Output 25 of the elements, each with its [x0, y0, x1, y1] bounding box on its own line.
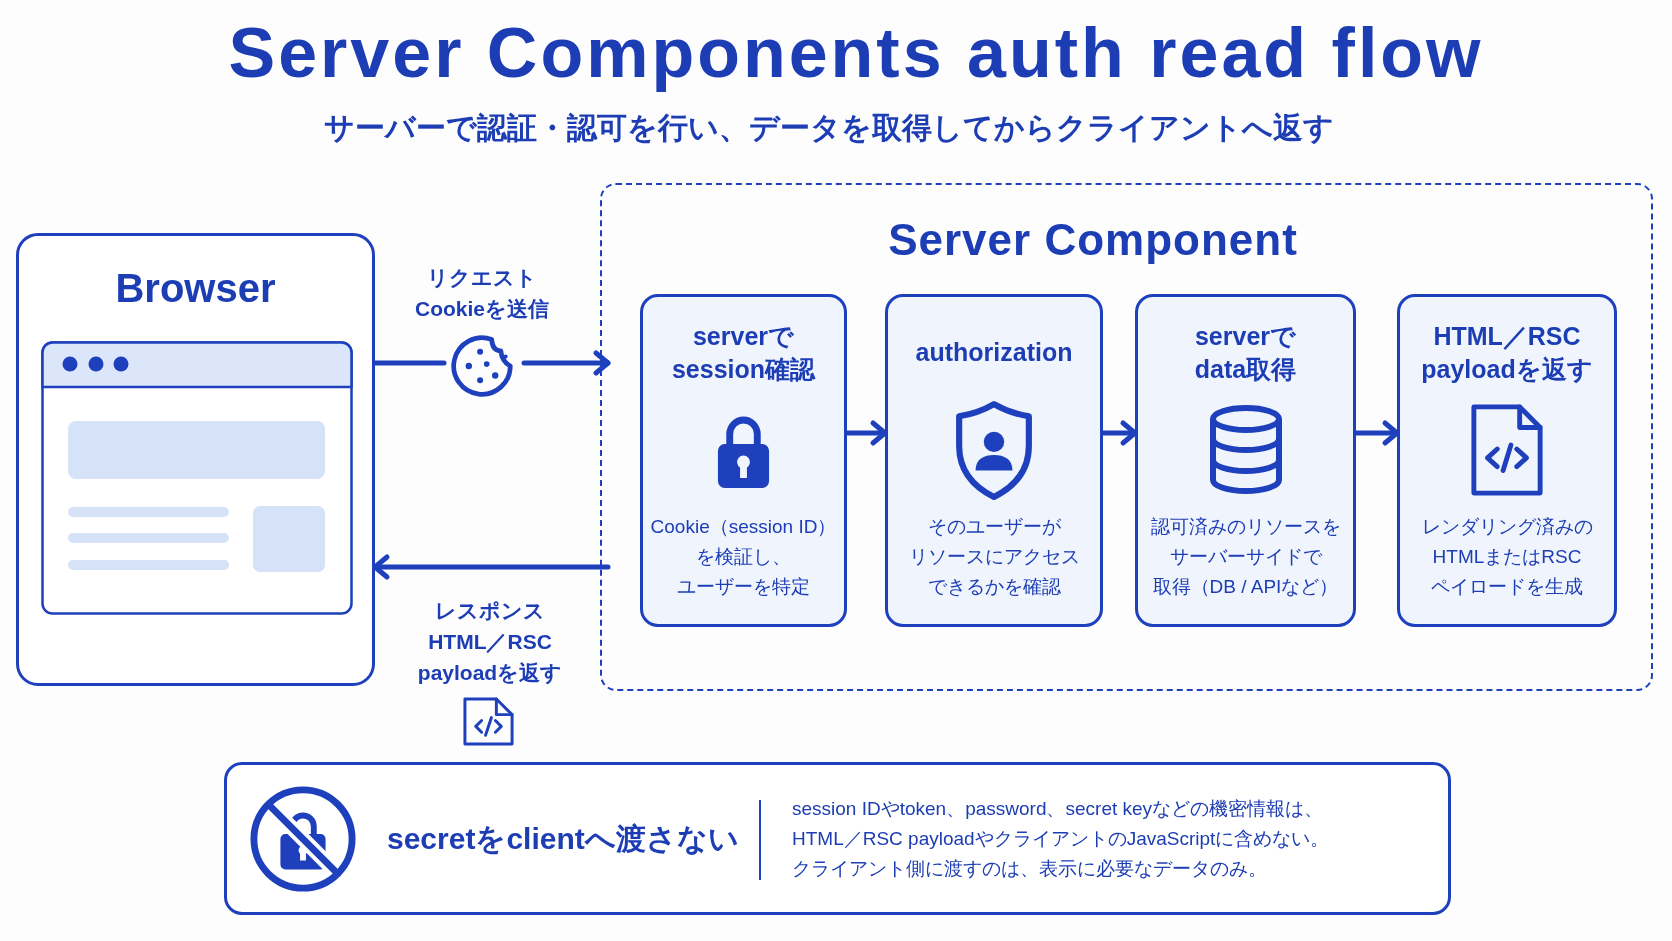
- step-card: [1135, 294, 1356, 627]
- cookie-icon: [449, 333, 515, 399]
- panel-heading: Browser: [115, 265, 276, 312]
- edge-label: レスポンスHTML／RSC payloadを返す: [417, 597, 563, 686]
- step-description: Cookie（session ID）を検証し、ユーザーを特定: [650, 515, 837, 599]
- browser-panel: [16, 233, 375, 686]
- note-text: session IDやtoken、password、secret keyなどの機密情報は、HTML／RSC payloadやクライアントのJavaScriptに含めない。クライアント側に渡すのは、表示に必要なデータのみ。: [792, 796, 1330, 881]
- step-heading: serverでsession確認: [671, 320, 816, 385]
- step-heading: serverでdata取得: [1194, 320, 1297, 385]
- step-heading: HTML／RSC payloadを返す: [1421, 320, 1593, 385]
- note-panel: [224, 762, 1451, 915]
- dashed-group-frame: [600, 183, 1653, 691]
- step-description: そのユーザーがリソースにアクセスできるかを確認: [908, 515, 1080, 599]
- step-card: [1397, 294, 1617, 627]
- note-heading: secretをclientへ渡さない: [387, 820, 739, 857]
- step-heading: authorization: [915, 337, 1073, 368]
- diagram-title: Server Components auth read flow: [228, 15, 1484, 91]
- arrow: [521, 350, 611, 376]
- subtitle: サーバーで認証・認可を行い、データを取得してからクライアントへ返す: [324, 110, 1334, 146]
- step-description: 認可済みのリソースをサーバーサイドで取得（DB / APIなど）: [1150, 515, 1341, 599]
- group-heading: Server Component: [888, 214, 1298, 266]
- step-description: レンダリング済みのHTMLまたはRSCペイロードを生成: [1421, 515, 1593, 599]
- step-card: [640, 294, 847, 627]
- icon-caption: リクエストCookieを送信: [415, 265, 549, 322]
- step-card: [885, 294, 1103, 627]
